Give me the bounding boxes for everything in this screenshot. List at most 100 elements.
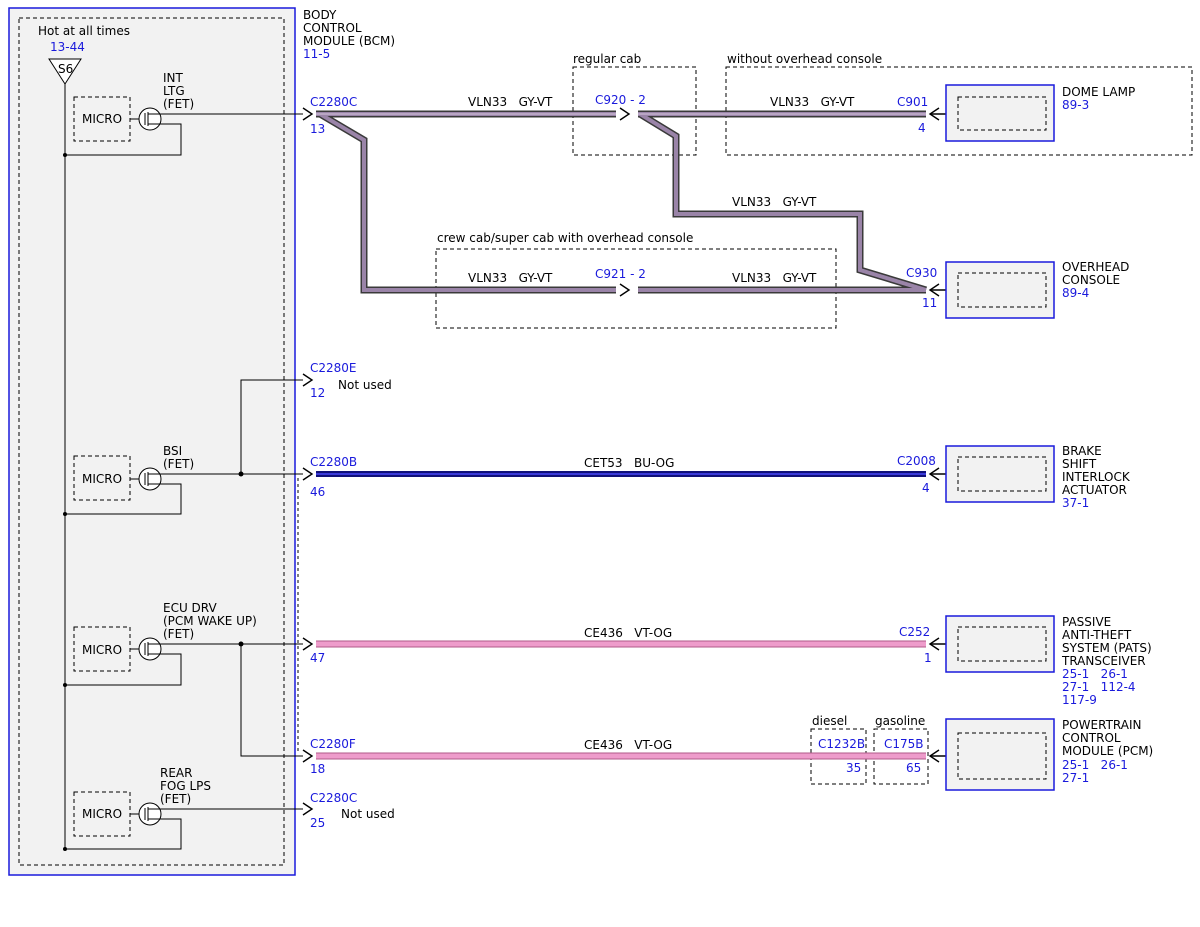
dome-name: DOME LAMP xyxy=(1062,85,1135,99)
bcm-outline xyxy=(8,7,296,876)
pcm-ref-1: 25-1 26-1 xyxy=(1062,758,1128,772)
diesel-label: diesel xyxy=(812,714,847,728)
dome-ref: 89-3 xyxy=(1062,98,1089,112)
pcm-name-2: CONTROL xyxy=(1062,731,1121,745)
brake-ref: 37-1 xyxy=(1062,496,1089,510)
c2280c-bot-label: C2280C xyxy=(310,791,357,805)
wire-label: VLN33 GY-VT xyxy=(770,95,855,109)
wire-label: CET53 BU-OG xyxy=(584,456,674,470)
c2280f-label: C2280F xyxy=(310,737,356,751)
overhead-ref: 89-4 xyxy=(1062,286,1089,300)
fet-label-3: (FET) xyxy=(163,97,194,111)
pcm-module: POWERTRAIN CONTROL MODULE (PCM) 25-1 26-… xyxy=(945,718,1153,791)
overhead-name-2: CONSOLE xyxy=(1062,273,1120,287)
overhead-name-1: OVERHEAD xyxy=(1062,260,1129,274)
fet-rear-fog: MICRO REAR FOG LPS (FET) xyxy=(63,766,303,851)
fet-label-1: BSI xyxy=(163,444,182,458)
micro-label: MICRO xyxy=(82,643,122,657)
brake-name-3: INTERLOCK xyxy=(1062,470,1131,484)
c2280c-top-pin: 13 xyxy=(310,122,325,136)
wire-label: CE436 VT-OG xyxy=(584,738,672,752)
pats-ref-1: 25-1 26-1 xyxy=(1062,667,1128,681)
c920-label: C920 - 2 xyxy=(595,93,646,107)
pats-name-2: ANTI-THEFT xyxy=(1062,628,1132,642)
pats-module: PASSIVE ANTI-THEFT SYSTEM (PATS) TRANSCE… xyxy=(945,615,1152,707)
fet-icon xyxy=(138,467,162,491)
c175b-label: C175B xyxy=(884,737,924,751)
fet-icon xyxy=(138,802,162,826)
c2280e-label: C2280E xyxy=(310,361,357,375)
wire-label: VLN33 GY-VT xyxy=(468,271,553,285)
fet-label-2: (FET) xyxy=(163,457,194,471)
wire-label: VLN33 GY-VT xyxy=(732,195,817,209)
fet-label-2: LTG xyxy=(163,84,185,98)
wire-label: VLN33 GY-VT xyxy=(468,95,553,109)
brake-name-4: ACTUATOR xyxy=(1062,483,1127,497)
c2008-label: C2008 xyxy=(897,454,936,468)
fet-bsi: MICRO BSI (FET) xyxy=(63,379,303,516)
brake-name-1: BRAKE xyxy=(1062,444,1102,458)
fet-label-1: REAR xyxy=(160,766,192,780)
fet-ecu-drv: MICRO ECU DRV (PCM WAKE UP) (FET) xyxy=(63,601,303,757)
c2280e-pin: 12 xyxy=(310,386,325,400)
hot-ref: 13-44 xyxy=(50,40,85,54)
c1232b-pin: 35 xyxy=(846,761,861,775)
bcm-title-3: MODULE (BCM) xyxy=(303,34,395,48)
without-overhead-label: without overhead console xyxy=(727,52,882,66)
micro-label: MICRO xyxy=(82,112,122,126)
micro-label: MICRO xyxy=(82,807,122,821)
bcm-title-2: CONTROL xyxy=(303,21,362,35)
brake-shift-module: BRAKE SHIFT INTERLOCK ACTUATOR 37-1 xyxy=(945,444,1131,510)
c2280c-bot-note: Not used xyxy=(341,807,395,821)
fuse-label: S6 xyxy=(58,62,73,76)
regular-cab-label: regular cab xyxy=(573,52,641,66)
bcm-module: Hot at all times 13-44 S6 xyxy=(8,7,296,876)
pats-name-3: SYSTEM (PATS) xyxy=(1062,641,1152,655)
fuse-icon xyxy=(48,58,82,85)
fet-label-2: (PCM WAKE UP) xyxy=(163,614,257,628)
micro-box xyxy=(73,455,131,501)
wire-label: CE436 VT-OG xyxy=(584,626,672,640)
bcm-ref: 11-5 xyxy=(303,47,330,61)
bcm-inner-dashed xyxy=(18,17,285,866)
c1232b-label: C1232B xyxy=(818,737,865,751)
fet-label-3: (FET) xyxy=(160,792,191,806)
bcm-title-1: BODY xyxy=(303,8,337,22)
c2280b-label: C2280B xyxy=(310,455,357,469)
fet-label-3: (FET) xyxy=(163,627,194,641)
c930-label: C930 xyxy=(906,266,937,280)
dome-lamp-module: DOME LAMP 89-3 xyxy=(945,84,1135,142)
c252-pin: 1 xyxy=(924,651,932,665)
pcm-name-1: POWERTRAIN xyxy=(1062,718,1142,732)
overhead-console-module: OVERHEAD CONSOLE 89-4 xyxy=(945,260,1129,319)
c2280b-pin: 46 xyxy=(310,485,325,499)
wire-ce436 xyxy=(316,640,926,760)
c2280f-pin: 18 xyxy=(310,762,325,776)
c930-pin: 11 xyxy=(922,296,937,310)
gasoline-label: gasoline xyxy=(875,714,925,728)
pats-name-4: TRANSCEIVER xyxy=(1061,654,1146,668)
wire-label: VLN33 GY-VT xyxy=(732,271,817,285)
c252-label: C252 xyxy=(899,625,930,639)
fet-icon xyxy=(138,107,162,131)
fet-label-1: ECU DRV xyxy=(163,601,217,615)
pcm-name-3: MODULE (PCM) xyxy=(1062,744,1153,758)
wire-vln33 xyxy=(316,110,928,294)
micro-label: MICRO xyxy=(82,472,122,486)
fet-label-1: INT xyxy=(163,71,184,85)
c901-pin: 4 xyxy=(918,121,926,135)
c175b-pin: 65 xyxy=(906,761,921,775)
c2280-47-pin: 47 xyxy=(310,651,325,665)
fet-label-2: FOG LPS xyxy=(160,779,211,793)
c901-label: C901 xyxy=(897,95,928,109)
c2280c-top-label: C2280C xyxy=(310,95,357,109)
pats-ref-3: 117-9 xyxy=(1062,693,1097,707)
brake-name-2: SHIFT xyxy=(1062,457,1097,471)
c2008-pin: 4 xyxy=(922,481,930,495)
crew-cab-label: crew cab/super cab with overhead console xyxy=(437,231,693,245)
c2280e-note: Not used xyxy=(338,378,392,392)
pcm-ref-2: 27-1 xyxy=(1062,771,1089,785)
c921-label: C921 - 2 xyxy=(595,267,646,281)
c2280c-bot-pin: 25 xyxy=(310,816,325,830)
